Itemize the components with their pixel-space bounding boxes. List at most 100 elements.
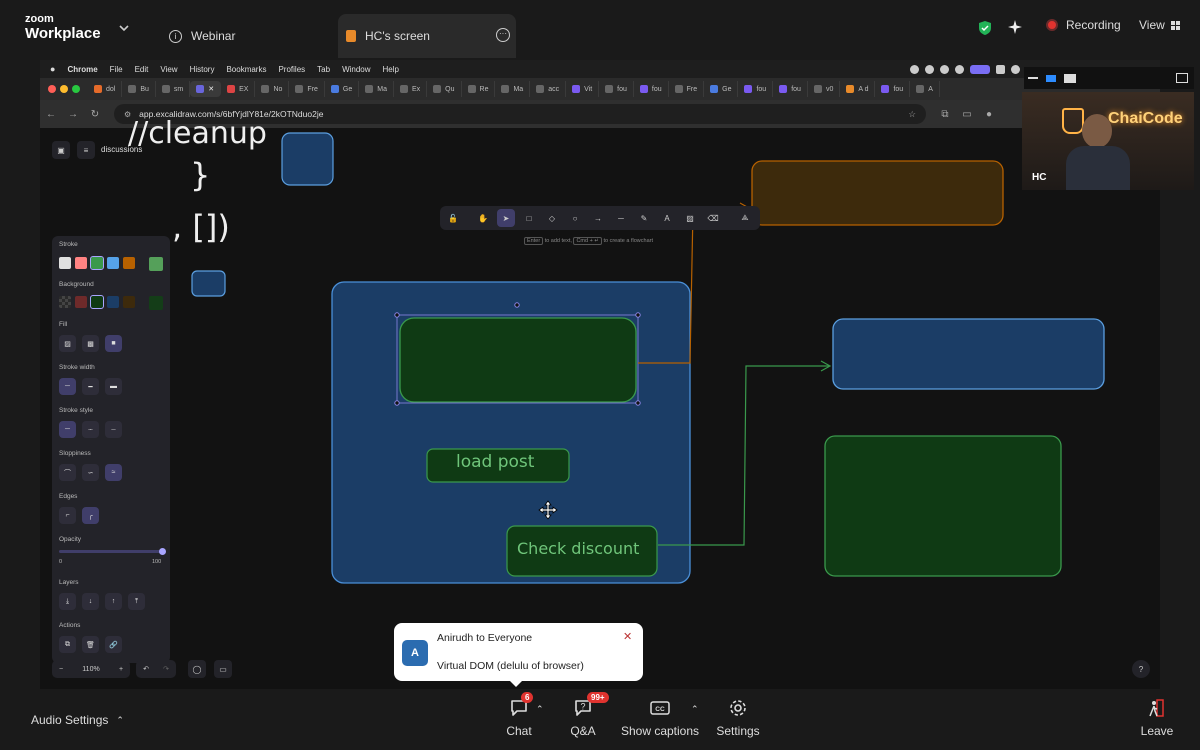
- bg-swatch-orange[interactable]: [123, 296, 135, 308]
- extra-tools-icon[interactable]: ⟁: [741, 213, 749, 222]
- bg-current-color[interactable]: [149, 296, 163, 310]
- browser-tab[interactable]: Ge: [325, 81, 360, 97]
- rectangle-tool-icon[interactable]: □: [526, 213, 532, 223]
- fill-solid-icon[interactable]: ■: [105, 335, 122, 352]
- tab-hc-screen[interactable]: HC's screen ···: [338, 14, 516, 58]
- sloppiness-architect-icon[interactable]: ⌒: [59, 464, 76, 481]
- line-tool-icon[interactable]: ─: [618, 213, 624, 223]
- cleanup-comment[interactable]: //cleanup: [128, 116, 267, 151]
- load-post-label[interactable]: load post: [456, 452, 535, 472]
- chat-button[interactable]: Chat 6: [506, 692, 534, 738]
- shield-icon[interactable]: [978, 20, 992, 36]
- bg-swatch-red[interactable]: [75, 296, 87, 308]
- back-arrow-icon[interactable]: ←: [46, 108, 56, 120]
- stroke-bold-icon[interactable]: ━: [82, 378, 99, 395]
- send-to-back-icon[interactable]: ⤓: [59, 593, 76, 610]
- close-window-icon[interactable]: [48, 85, 56, 93]
- browser-tab[interactable]: fou: [875, 81, 911, 97]
- browser-tab-active[interactable]: ✕: [190, 81, 222, 97]
- leave-button[interactable]: Leave: [1140, 698, 1174, 738]
- stroke-thin-icon[interactable]: ─: [59, 378, 76, 395]
- browser-tab[interactable]: A d: [840, 81, 876, 97]
- menu-help[interactable]: Help: [382, 64, 399, 74]
- stroke-current-color[interactable]: [149, 257, 163, 271]
- check-discount-label[interactable]: Check discount: [517, 539, 640, 558]
- close-tab-icon[interactable]: ✕: [208, 86, 215, 93]
- browser-tab[interactable]: Re: [462, 81, 496, 97]
- browser-tab[interactable]: sm: [156, 81, 191, 97]
- stroke-extra-bold-icon[interactable]: ▬: [105, 378, 122, 395]
- view-button[interactable]: View: [1139, 18, 1180, 32]
- opacity-slider-thumb[interactable]: [159, 548, 166, 555]
- close-icon[interactable]: ✕: [623, 631, 633, 643]
- browser-tab[interactable]: Ex: [394, 81, 428, 97]
- profile-icon[interactable]: ●: [985, 108, 993, 120]
- browser-tab[interactable]: Fre: [669, 81, 705, 97]
- hand-tool-icon[interactable]: ✋: [478, 213, 488, 223]
- browser-tab[interactable]: Fre: [289, 81, 325, 97]
- browser-tab[interactable]: No: [255, 81, 290, 97]
- browser-tab[interactable]: EX: [221, 81, 256, 97]
- menu-edit[interactable]: Edit: [134, 64, 149, 74]
- browser-tab[interactable]: fou: [773, 81, 808, 97]
- stroke-swatch-orange[interactable]: [123, 257, 135, 269]
- minimize-video-icon[interactable]: [1028, 77, 1038, 79]
- fill-hachure-icon[interactable]: ▨: [59, 335, 76, 352]
- menu-icon[interactable]: ≡: [77, 141, 95, 159]
- duplicate-icon[interactable]: ⧉: [59, 636, 76, 653]
- captions-button[interactable]: CC Show captions: [621, 698, 699, 738]
- zoom-in-icon[interactable]: +: [118, 665, 124, 673]
- menu-tab[interactable]: Tab: [317, 64, 331, 74]
- fill-crosshatch-icon[interactable]: ▩: [82, 335, 99, 352]
- send-backward-icon[interactable]: ↓: [82, 593, 99, 610]
- participant-video[interactable]: ChaiCode HC: [1022, 92, 1194, 190]
- ellipse-tool-icon[interactable]: ○: [572, 213, 578, 223]
- audio-settings-button[interactable]: Audio Settings ⌃: [31, 713, 124, 727]
- bring-to-front-icon[interactable]: ⤒: [128, 593, 145, 610]
- bookmark-star-icon[interactable]: ☆: [908, 108, 916, 119]
- settings-button[interactable]: Settings: [716, 698, 760, 738]
- extensions-icon[interactable]: ⧉: [941, 108, 949, 120]
- video-layout-icon[interactable]: [1046, 74, 1056, 82]
- bring-forward-icon[interactable]: ↑: [105, 593, 122, 610]
- apple-icon[interactable]: ●: [50, 64, 56, 74]
- url-input[interactable]: ⚙ app.excalidraw.com/s/6bfYjdlY81e/2kOTN…: [114, 104, 926, 124]
- comment-icon[interactable]: ◯: [188, 660, 206, 678]
- delete-icon[interactable]: 🗑: [82, 636, 99, 653]
- arrow-tool-icon[interactable]: →: [594, 213, 602, 223]
- menu-profiles[interactable]: Profiles: [278, 64, 306, 74]
- stroke-swatch-white[interactable]: [59, 257, 71, 269]
- browser-tab[interactable]: fou: [738, 81, 774, 97]
- redo-icon[interactable]: ↷: [163, 666, 169, 673]
- excalidraw-canvas[interactable]: //cleanup } , []) load post Check discou…: [40, 116, 1160, 689]
- link-icon[interactable]: 🔗: [105, 636, 122, 653]
- stroke-dashed-icon[interactable]: ┄: [82, 421, 99, 438]
- browser-tab[interactable]: Bu: [122, 81, 156, 97]
- browser-tab[interactable]: fou: [634, 81, 669, 97]
- chat-notification[interactable]: A Anirudh to Everyone Virtual DOM (delul…: [394, 623, 643, 687]
- sloppiness-cartoonist-icon[interactable]: ≈: [105, 464, 122, 481]
- text-tool-icon[interactable]: A: [664, 213, 670, 223]
- eraser-tool-icon[interactable]: ⌫: [707, 213, 719, 223]
- help-icon[interactable]: ?: [1132, 660, 1150, 678]
- library-icon[interactable]: ▣: [52, 141, 70, 159]
- present-icon[interactable]: ▭: [214, 660, 232, 678]
- browser-tab[interactable]: Ge: [704, 81, 739, 97]
- selection-tool-icon[interactable]: ➤: [497, 209, 515, 227]
- browser-tab[interactable]: Ma: [495, 81, 531, 97]
- zoom-out-icon[interactable]: −: [58, 665, 64, 673]
- menu-history[interactable]: History: [189, 64, 215, 74]
- stroke-swatch-green[interactable]: [90, 256, 104, 270]
- browser-tab[interactable]: v0: [808, 81, 841, 97]
- stroke-swatch-red[interactable]: [75, 257, 87, 269]
- browser-tab[interactable]: Ma: [359, 81, 394, 97]
- chevron-down-icon[interactable]: [118, 22, 130, 34]
- closing-brace[interactable]: }: [190, 156, 211, 194]
- image-tool-icon[interactable]: ▨: [686, 213, 694, 223]
- menu-window[interactable]: Window: [342, 64, 371, 74]
- qa-button[interactable]: ? Q&A 99+: [569, 692, 609, 738]
- sparkle-icon[interactable]: [1008, 20, 1022, 34]
- opacity-slider[interactable]: [59, 548, 166, 555]
- browser-tab[interactable]: Qu: [427, 81, 462, 97]
- tab-webinar[interactable]: i Webinar: [165, 14, 335, 58]
